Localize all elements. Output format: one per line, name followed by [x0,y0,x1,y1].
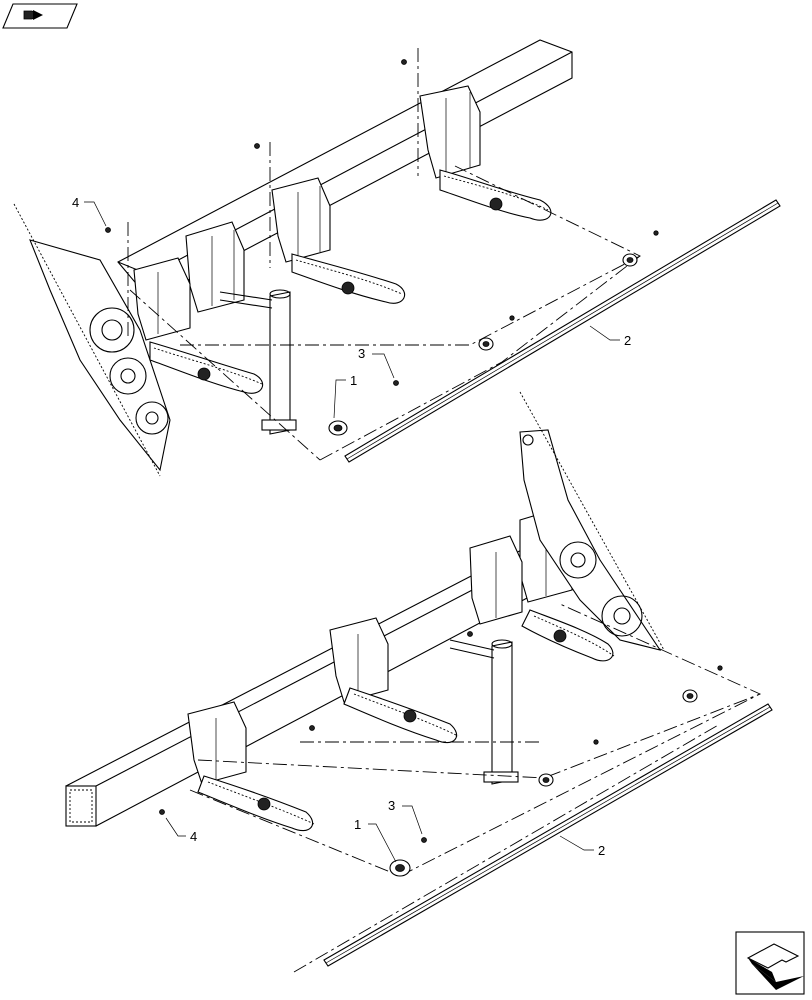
callout-3: 3 [358,346,395,379]
gear [109,357,147,395]
gear [135,401,169,435]
callout-4: 4 [165,817,197,844]
callout-2: 2 [589,325,631,348]
tube-end [65,785,97,827]
svg-text:3: 3 [388,798,395,813]
callout-4: 4 [72,195,107,227]
hex-shaft [344,199,781,463]
svg-text:1: 1 [354,817,361,832]
bolt [309,725,315,731]
set-screw [509,315,515,321]
hex-shaft [323,703,773,967]
callout-1: 1 [354,817,397,863]
bolt [254,143,260,149]
bracket [329,617,389,703]
bolt [467,631,473,637]
svg-text:4: 4 [190,829,197,844]
bracket [469,535,523,625]
gear [559,541,597,579]
callout-2: 2 [559,835,605,858]
svg-text:3: 3 [358,346,365,361]
gear [89,307,135,353]
top-assembly: 1 3 4 2 [13,39,781,477]
bottom-assembly: 1 3 4 2 [65,391,773,973]
bracket [133,257,191,341]
bearing [478,337,494,351]
bearing [538,773,554,787]
bolt [401,59,407,65]
bracket [271,177,331,263]
callout-3: 3 [388,798,423,835]
vertical-post [449,639,519,785]
side-plate [29,239,171,472]
bolt [105,227,111,233]
drive-arm [439,169,552,221]
bracket [185,221,245,313]
drive-arm [149,341,264,394]
svg-text:2: 2 [598,843,605,858]
bearing [389,859,411,877]
svg-text:2: 2 [624,333,631,348]
gear [601,595,643,637]
bolt [159,809,165,815]
vertical-post [219,289,297,435]
bearing [682,689,698,703]
drive-arm [197,775,315,832]
set-screw [393,380,399,386]
drive-arm [521,609,615,662]
bearing [328,420,348,436]
page-arrow-icon[interactable] [735,931,805,995]
drive-arm [343,687,459,744]
bracket [187,701,247,785]
bearing [622,253,638,267]
callout-1: 1 [333,373,357,419]
drive-arm [291,253,406,304]
set-screw [653,230,659,236]
side-plate [519,429,662,651]
svg-text:1: 1 [350,373,357,388]
set-screw [593,739,599,745]
set-screw [421,837,427,843]
bracket [419,85,481,179]
set-screw [717,665,723,671]
book-arrow-icon[interactable] [2,3,78,29]
svg-text:4: 4 [72,195,79,210]
